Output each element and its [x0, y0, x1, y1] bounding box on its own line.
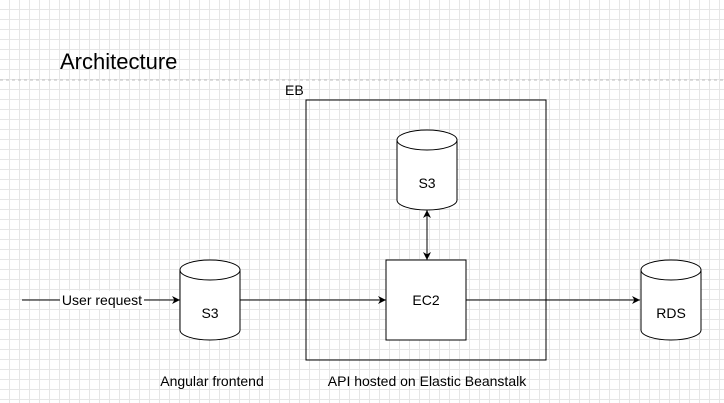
- user-request-label-bg: [60, 291, 144, 309]
- rds-label: RDS: [656, 305, 686, 321]
- user-request-label: User request: [62, 292, 142, 308]
- eb-container-label: EB: [285, 82, 304, 98]
- rds-node[interactable]: RDS: [640, 259, 702, 341]
- s3-storage-label: S3: [418, 175, 435, 191]
- s3-storage-node[interactable]: S3: [396, 129, 458, 211]
- ec2-label: EC2: [412, 292, 439, 308]
- eb-container-caption: API hosted on Elastic Beanstalk: [328, 373, 527, 389]
- s3-frontend-node[interactable]: S3: [179, 259, 241, 341]
- s3-frontend-label: S3: [201, 305, 218, 321]
- s3-frontend-caption: Angular frontend: [160, 373, 264, 389]
- ec2-node[interactable]: EC2: [385, 259, 467, 341]
- eb-container[interactable]: [305, 99, 547, 361]
- diagram-title: Architecture: [60, 49, 177, 74]
